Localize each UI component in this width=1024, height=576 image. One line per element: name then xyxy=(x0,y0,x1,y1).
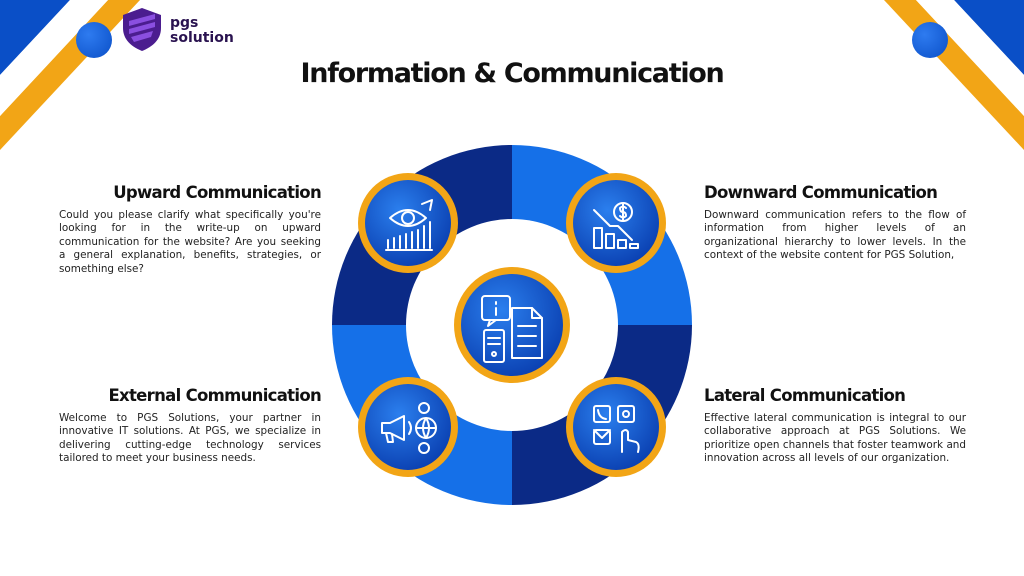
brand-logo: pgs solution xyxy=(120,6,234,56)
eye-growth-chart-icon xyxy=(358,173,458,273)
dollar-decline-chart-icon xyxy=(566,173,666,273)
ring xyxy=(332,145,692,505)
lateral-heading: Lateral Communication xyxy=(704,386,906,405)
upward-section: Upward Communication Could you please cl… xyxy=(59,183,322,276)
upward-heading: Upward Communication xyxy=(113,183,322,202)
downward-section: Downward Communication Downward communic… xyxy=(704,183,966,263)
corner-dot-left xyxy=(76,22,112,58)
brand-name: pgs solution xyxy=(170,16,234,46)
phone-email-touch-icon xyxy=(566,377,666,477)
lateral-section: Lateral Communication Effective lateral … xyxy=(704,386,966,466)
downward-heading: Downward Communication xyxy=(704,183,938,202)
downward-body: Downward communication refers to the flo… xyxy=(704,209,966,262)
page-title: Information & Communication xyxy=(300,58,725,89)
lateral-body: Effective lateral communication is integ… xyxy=(704,412,966,465)
info-document-icon xyxy=(454,267,570,383)
megaphone-globe-icon xyxy=(358,377,458,477)
upward-body: Could you please clarify what specifical… xyxy=(59,209,321,275)
external-section: External Communication Welcome to PGS So… xyxy=(59,386,322,466)
brand-name-line2: solution xyxy=(170,30,234,46)
brand-name-line1: pgs xyxy=(170,15,199,31)
communication-diagram xyxy=(320,140,704,510)
corner-dot-right xyxy=(912,22,948,58)
external-heading: External Communication xyxy=(108,386,321,405)
shield-icon xyxy=(120,6,164,56)
external-body: Welcome to PGS Solutions, your partner i… xyxy=(59,412,321,465)
